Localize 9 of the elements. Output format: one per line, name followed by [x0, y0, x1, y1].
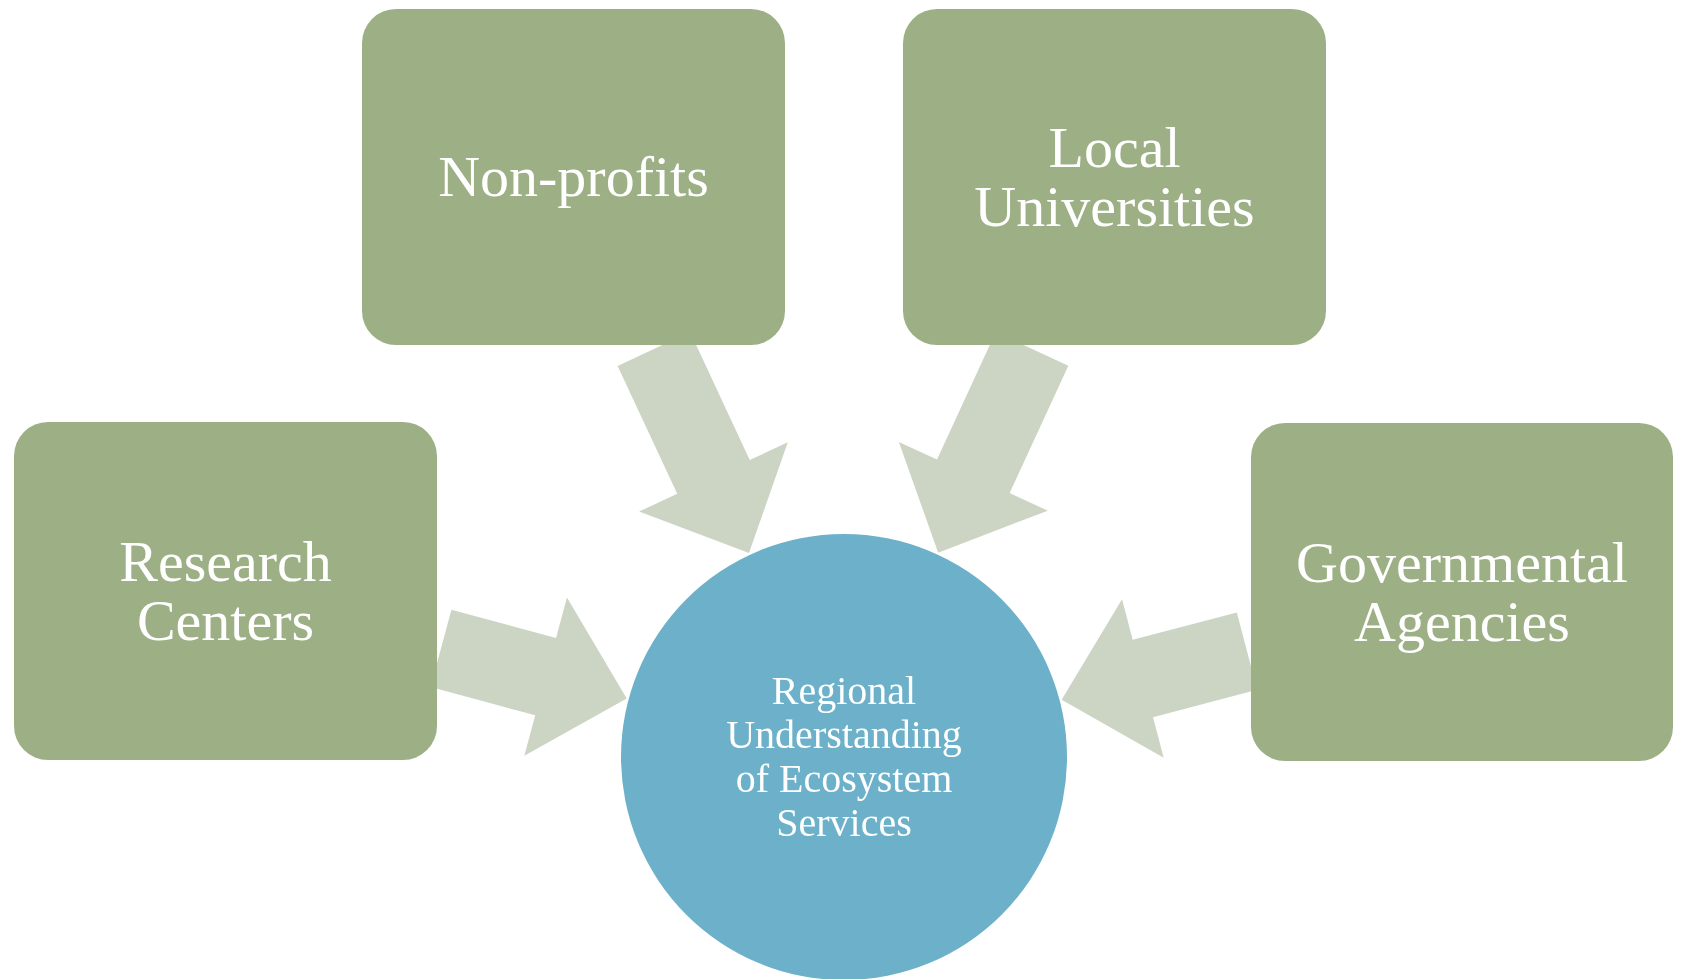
rounded-box — [14, 422, 437, 760]
node-label: Local Universities — [973, 117, 1256, 237]
rounded-box — [362, 9, 785, 345]
node-label: Non-profits — [438, 147, 709, 207]
node-label: Governmental Agencies — [1295, 532, 1629, 652]
node-label: Regional Understanding of Ecosystem Services — [725, 669, 963, 845]
node-label: Research Centers — [118, 531, 333, 651]
rounded-box — [903, 9, 1326, 345]
rounded-box — [1251, 423, 1673, 761]
